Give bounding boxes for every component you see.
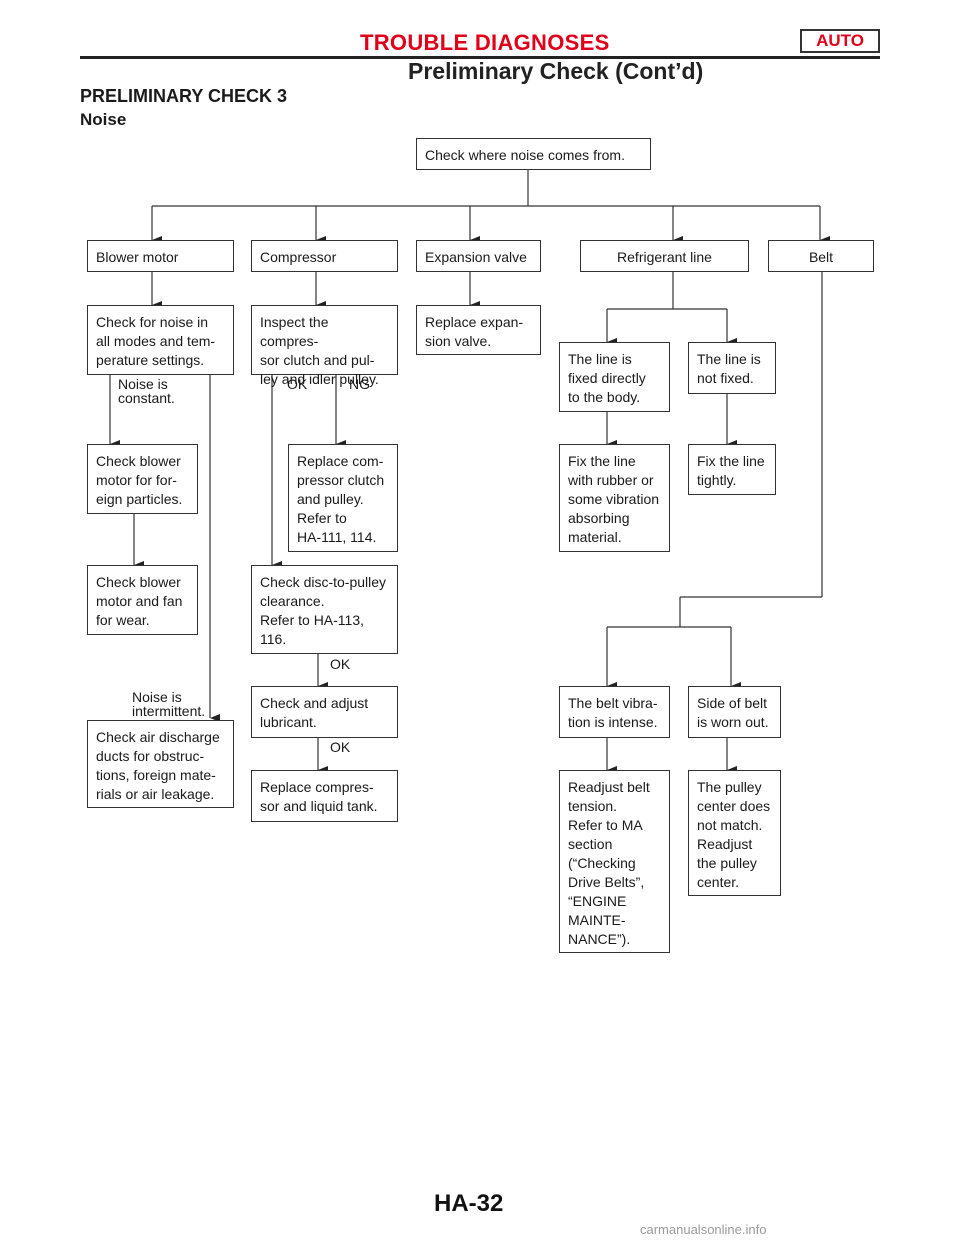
watermark: carmanualsonline.info — [640, 1222, 767, 1237]
header-badge: AUTO — [800, 29, 880, 53]
ok-label-1: OK — [287, 376, 308, 392]
blower-motor-box: Blower motor — [87, 240, 234, 272]
belt-vibration-box: The belt vibra- tion is intense. — [559, 686, 670, 738]
section-title: PRELIMINARY CHECK 3 — [80, 86, 288, 106]
check-air-ducts-box: Check air discharge ducts for obstruc- t… — [87, 720, 234, 808]
check-motor-wear-box: Check blower motor and fan for wear. — [87, 565, 198, 635]
line-fixed-box: The line is fixed directly to the body. — [559, 342, 670, 412]
replace-compressor-box: Replace compres- sor and liquid tank. — [251, 770, 398, 822]
readjust-pulley-box: The pulley center does not match. Readju… — [688, 770, 781, 896]
header-subtitle: Preliminary Check (Cont’d) — [408, 58, 704, 84]
ok-label-2: OK — [330, 656, 351, 672]
fix-tightly-box: Fix the line tightly. — [688, 444, 776, 495]
fix-rubber-box: Fix the line with rubber or some vibrati… — [559, 444, 670, 552]
check-disc-clearance-box: Check disc-to-pulley clearance. Refer to… — [251, 565, 398, 654]
belt-box: Belt — [768, 240, 874, 272]
section-subtitle: Noise — [80, 110, 127, 129]
noise-intermittent-label: Noise is intermittent. — [132, 689, 206, 719]
readjust-tension-box: Readjust belt tension. Refer to MA secti… — [559, 770, 670, 953]
compressor-box: Compressor — [251, 240, 398, 272]
refrigerant-line-box: Refrigerant line — [580, 240, 749, 272]
check-noise-modes-box: Check for noise in all modes and tem- pe… — [87, 305, 234, 375]
inspect-clutch-box: Inspect the compres- sor clutch and pul-… — [251, 305, 398, 387]
ok-label-3: OK — [330, 739, 351, 755]
check-lubricant-box: Check and adjust lubricant. — [251, 686, 398, 738]
ng-label: NG — [349, 376, 370, 392]
expansion-valve-box: Expansion valve — [416, 240, 541, 272]
belt-worn-box: Side of belt is worn out. — [688, 686, 781, 738]
page-number: HA-32 — [434, 1190, 504, 1217]
replace-expansion-valve-box: Replace expan- sion valve. — [416, 305, 541, 355]
line-not-fixed-box: The line is not fixed. — [688, 342, 776, 394]
header-title: TROUBLE DIAGNOSES — [360, 30, 610, 55]
replace-clutch-box: Replace com- pressor clutch and pulley. … — [288, 444, 398, 552]
header-rule — [80, 56, 880, 59]
noise-constant-label: Noise is constant. — [118, 376, 175, 406]
check-foreign-particles-box: Check blower motor for for- eign particl… — [87, 444, 198, 514]
start-box: Check where noise comes from. — [416, 138, 651, 170]
